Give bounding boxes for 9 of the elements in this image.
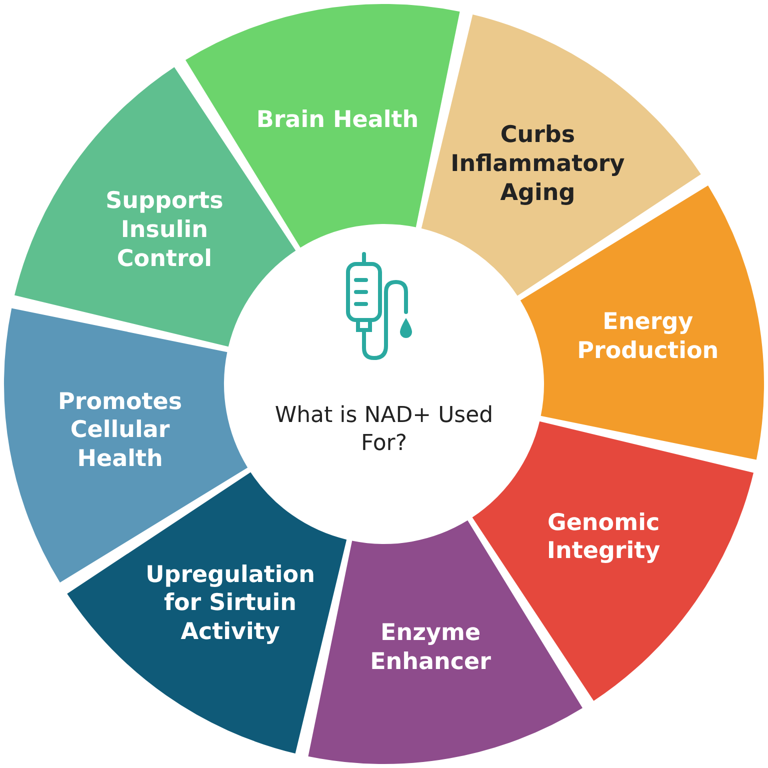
segment-label: Enzyme Enhancer xyxy=(369,618,492,676)
segment-label: Energy Production xyxy=(576,308,720,366)
segment-label: Genomic Integrity xyxy=(546,508,662,566)
center-title: What is NAD+ Used For? xyxy=(274,402,494,457)
segment-label: Promotes Cellular Health xyxy=(57,388,184,474)
segment-label: Supports Insulin Control xyxy=(104,187,224,274)
segment-label: Upregulation for Sirtuin Activity xyxy=(144,560,316,647)
segment-label: Curbs Inflammatory Aging xyxy=(450,121,626,208)
segment-label: Brain Health xyxy=(255,106,420,134)
